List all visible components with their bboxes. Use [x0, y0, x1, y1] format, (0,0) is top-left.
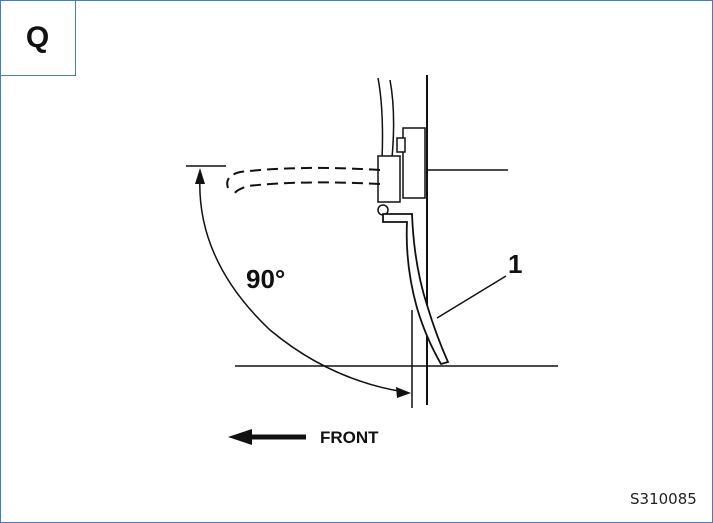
- figure-code: S310085: [630, 490, 697, 508]
- callout-label: 1: [508, 249, 522, 279]
- folded-pedal-dashed: [226, 166, 381, 189]
- callout-leader: [436, 275, 507, 319]
- folded-pedal-dashed-inner: [233, 181, 381, 195]
- pedal-mount: [377, 155, 401, 203]
- bracket-stud: [396, 137, 406, 153]
- angle-arc: [199, 175, 405, 393]
- angle-label: 90°: [246, 264, 285, 294]
- front-arrow-head: [228, 429, 252, 445]
- panel-label: Q: [25, 20, 50, 54]
- pedal-arm: [382, 213, 450, 366]
- pedal-bracket: [402, 127, 426, 199]
- direction-label: FRONT: [320, 428, 379, 447]
- angle-arrow-top: [195, 168, 205, 184]
- pedal-cable-outer: [389, 79, 395, 159]
- panel-label-box: Q: [0, 0, 76, 76]
- pedal-cable: [377, 77, 384, 161]
- angle-arrow-bottom: [396, 387, 411, 398]
